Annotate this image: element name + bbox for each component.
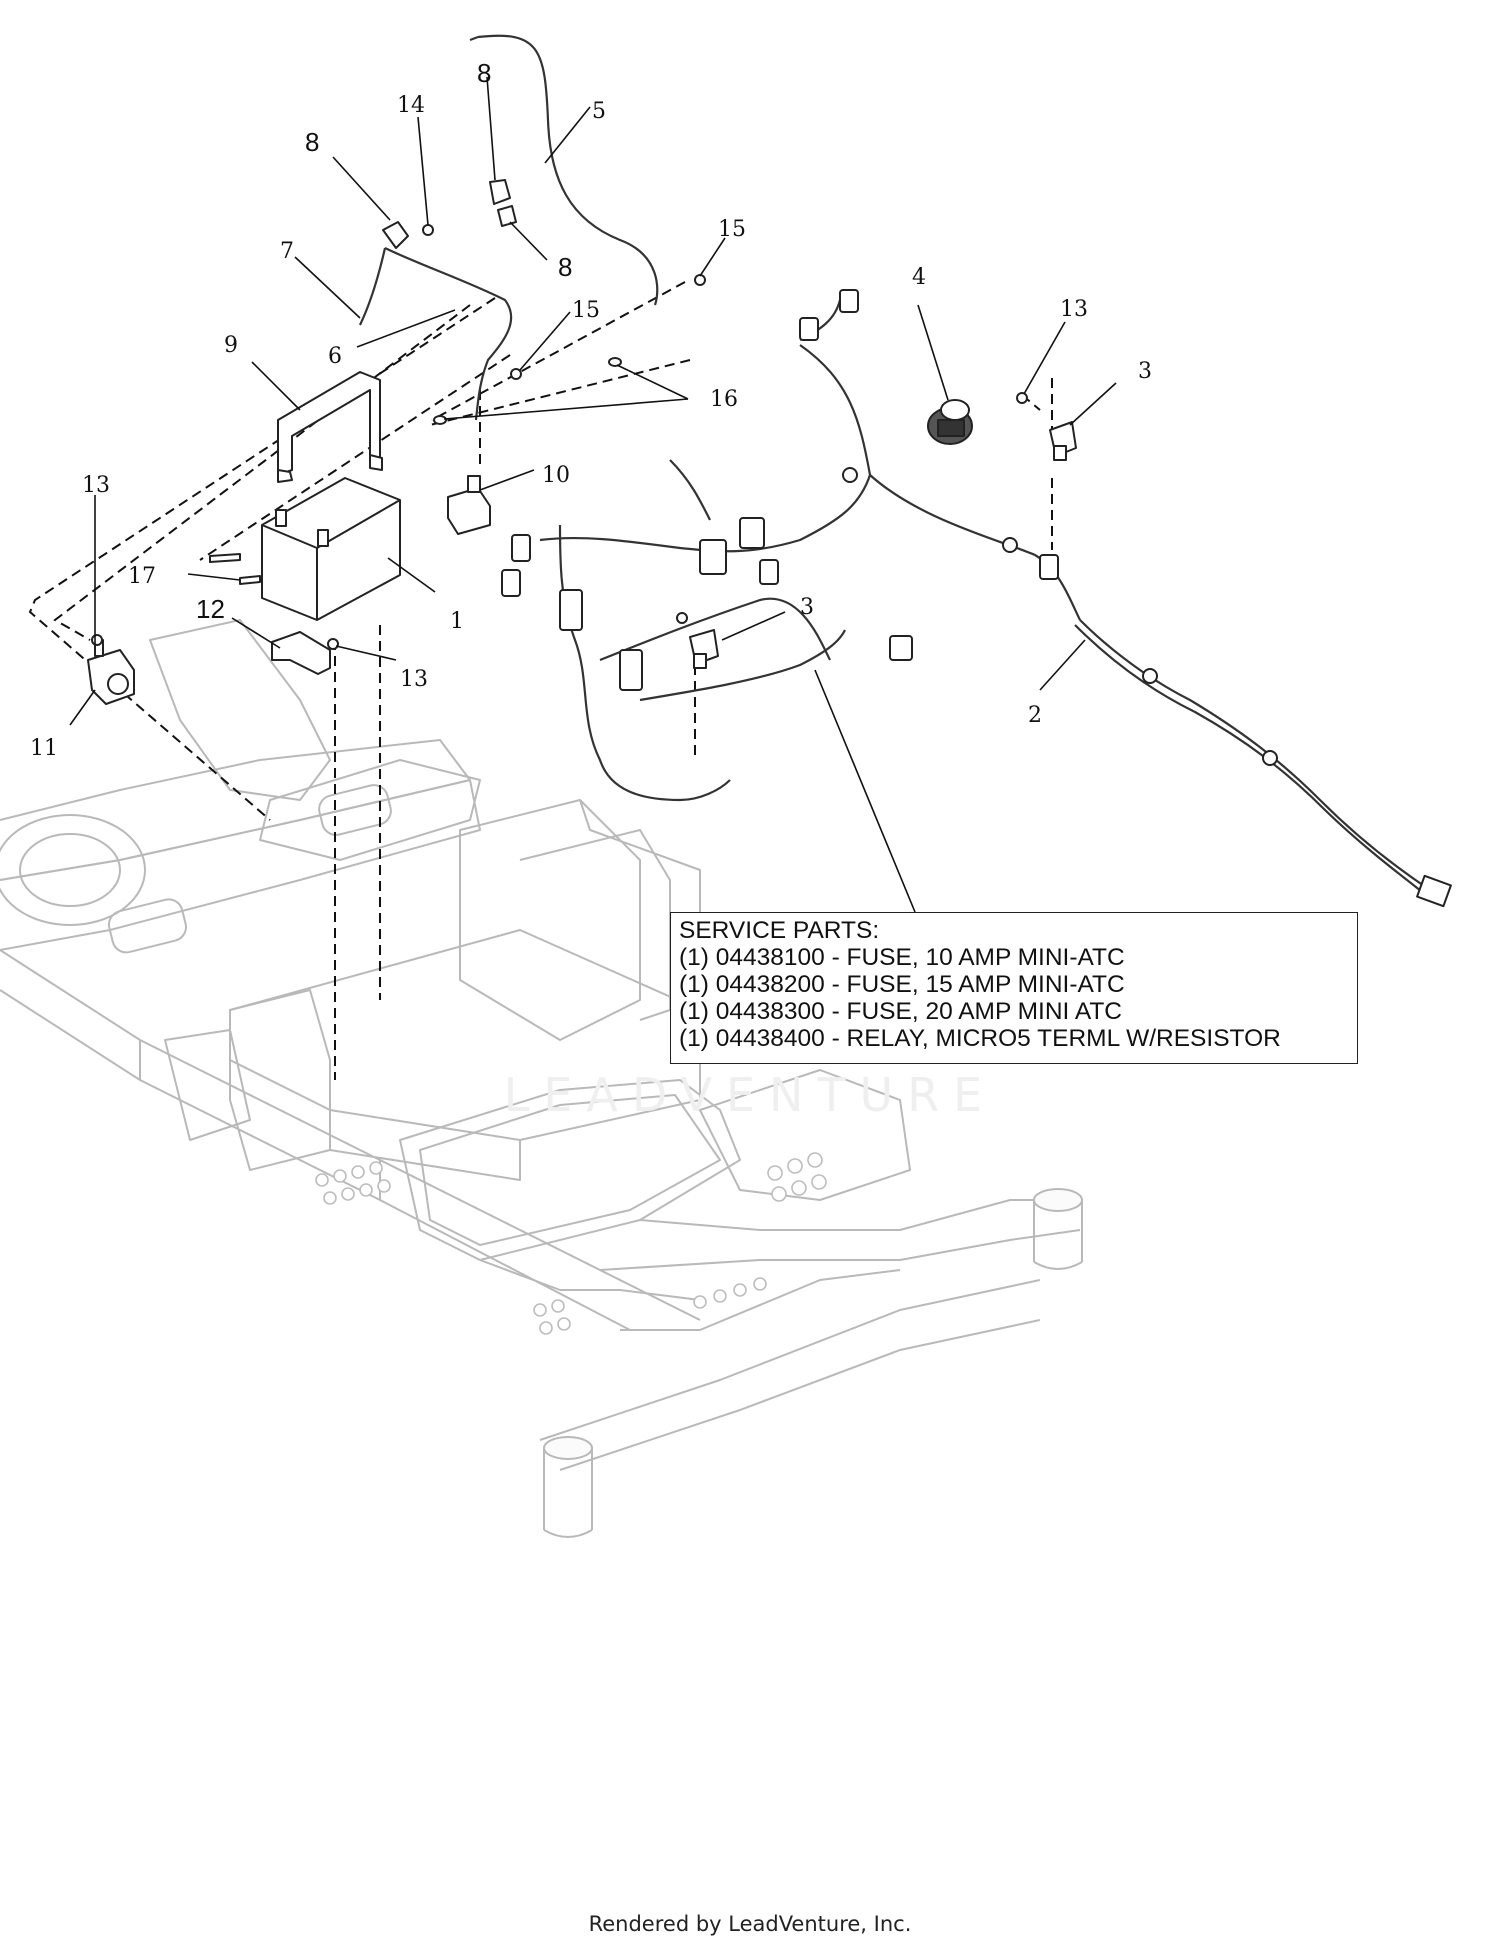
callout-16: 16 (710, 387, 738, 412)
callout-1: 1 (450, 609, 464, 634)
battery-bracket (271, 631, 331, 675)
callout-12: 12 (196, 594, 225, 624)
leader-lines (69, 76, 1117, 913)
service-part-line: (1) 04438200 - FUSE, 15 AMP MINI-ATC (679, 971, 1125, 998)
watermark: LEADVENTURE (503, 1068, 997, 1122)
callout-8-left: 8 (305, 127, 319, 157)
battery-strap (277, 371, 383, 483)
relay-center (689, 629, 719, 669)
battery (261, 477, 401, 621)
vent-holes-right (767, 1152, 827, 1202)
callout-13-left: 13 (82, 473, 110, 498)
vent-holes-center (693, 1277, 767, 1309)
callout-3-center: 3 (800, 595, 814, 620)
chassis-frame (0, 619, 1083, 1538)
callout-5: 5 (592, 99, 606, 124)
service-part-line: (1) 04438300 - FUSE, 20 AMP MINI ATC (679, 998, 1122, 1025)
service-parts-box: SERVICE PARTS: (1) 04438100 - FUSE, 10 A… (670, 912, 1358, 1064)
callout-11: 11 (30, 736, 58, 761)
callout-7: 7 (280, 239, 294, 264)
vent-holes-lower (533, 1299, 571, 1335)
callout-4: 4 (912, 265, 926, 290)
callout-13-bottom: 13 (400, 667, 428, 692)
callout-17: 17 (128, 564, 156, 589)
callout-14: 14 (397, 93, 425, 118)
service-part-line: (1) 04438400 - RELAY, MICRO5 TERML W/RES… (679, 1025, 1281, 1052)
callout-15-top: 15 (718, 217, 746, 242)
service-part-line: (1) 04438100 - FUSE, 10 AMP MINI-ATC (679, 944, 1125, 971)
callout-15-mid: 15 (572, 298, 600, 323)
callout-8-top: 8 (477, 58, 491, 88)
terminal-boot (447, 475, 491, 535)
footer-credit: Rendered by LeadVenture, Inc. (588, 1912, 912, 1936)
callout-6: 6 (328, 344, 342, 369)
relay-right (1049, 421, 1077, 461)
callout-10: 10 (542, 463, 570, 488)
callout-3-right: 3 (1138, 359, 1152, 384)
callout-13-right: 13 (1060, 297, 1088, 322)
service-parts-title: SERVICE PARTS: (679, 917, 880, 944)
cables (359, 34, 1452, 908)
callout-9: 9 (224, 333, 238, 358)
starter-solenoid (87, 639, 135, 705)
callout-numbers: 1 2 3 3 4 5 6 7 8 8 8 9 10 11 12 13 13 1… (30, 58, 1152, 761)
callout-8-right: 8 (558, 252, 572, 282)
terminal-boots-top (382, 179, 517, 249)
vent-holes-left (315, 1161, 391, 1205)
callout-2: 2 (1028, 703, 1042, 728)
hardware (91, 224, 1028, 650)
key-switch (927, 399, 973, 445)
